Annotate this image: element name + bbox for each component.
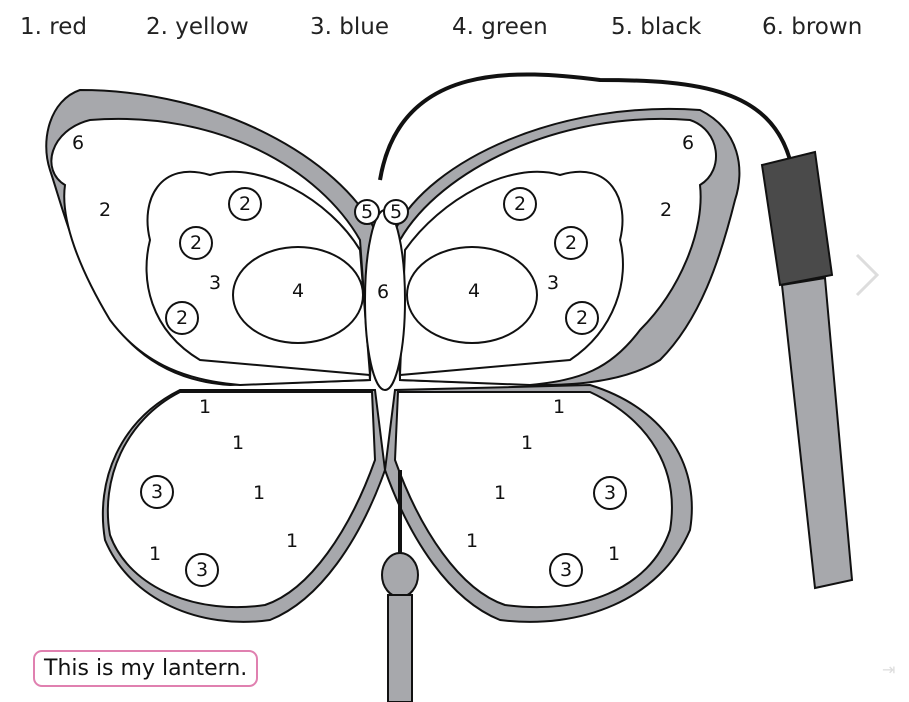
- region-number: 2: [660, 199, 672, 221]
- caption-bubble: This is my lantern.: [33, 650, 259, 687]
- region-number: 1: [286, 530, 298, 552]
- legend-red: 1. red: [20, 14, 87, 40]
- legend-green: 4. green: [452, 14, 548, 40]
- legend-blue: 3. blue: [310, 14, 389, 40]
- upper-right-spot: [406, 246, 538, 344]
- lantern-string: [378, 72, 792, 181]
- region-number: 6: [682, 132, 694, 154]
- region-number: 1: [199, 396, 211, 418]
- label-circle: [165, 301, 199, 335]
- region-number: 3: [604, 482, 616, 504]
- region-number: 4: [468, 280, 480, 302]
- upper-left-spot: [232, 246, 364, 344]
- legend-black: 5. black: [611, 14, 702, 40]
- region-number: 2: [576, 307, 588, 329]
- legend-brown: 6. brown: [762, 14, 863, 40]
- region-number: 3: [151, 481, 163, 503]
- tassel-bead: [381, 552, 419, 598]
- region-number: 1: [494, 482, 506, 504]
- region-number: 2: [176, 307, 188, 329]
- region-number: 4: [292, 280, 304, 302]
- region-number: 6: [377, 281, 389, 303]
- label-circle: [185, 553, 219, 587]
- region-number: 2: [239, 193, 251, 215]
- region-number: 1: [466, 530, 478, 552]
- region-number: 1: [149, 543, 161, 565]
- region-number: 1: [553, 396, 565, 418]
- region-number: 2: [565, 232, 577, 254]
- region-number: 3: [209, 272, 221, 294]
- region-number: 3: [560, 559, 572, 581]
- region-number: 5: [390, 201, 402, 223]
- label-circle: [549, 553, 583, 587]
- label-circle: [354, 199, 380, 225]
- region-number: 6: [72, 132, 84, 154]
- region-number: 1: [253, 482, 265, 504]
- label-circle: [179, 226, 213, 260]
- lower-left-wing: [106, 391, 377, 609]
- stick: [780, 276, 854, 590]
- region-number: 3: [196, 559, 208, 581]
- region-number: 5: [361, 201, 373, 223]
- region-number: 2: [99, 199, 111, 221]
- label-circle: [503, 187, 537, 221]
- region-number: 1: [608, 543, 620, 565]
- label-circle: [593, 476, 627, 510]
- skip-to-end-icon[interactable]: ⇥: [882, 660, 896, 679]
- label-circle: [554, 226, 588, 260]
- legend-yellow: 2. yellow: [146, 14, 249, 40]
- region-number: 3: [547, 272, 559, 294]
- region-number: 1: [232, 432, 244, 454]
- label-circle: [383, 199, 409, 225]
- region-number: 2: [514, 193, 526, 215]
- color-legend: 1. red 2. yellow 3. blue 4. green 5. bla…: [0, 14, 909, 44]
- tassel: [387, 594, 413, 702]
- region-number: 1: [521, 432, 533, 454]
- label-circle: [140, 475, 174, 509]
- label-circle: [565, 301, 599, 335]
- label-circle: [228, 187, 262, 221]
- region-number: 2: [190, 232, 202, 254]
- stick-handle: [760, 150, 834, 287]
- chevron-right-icon[interactable]: [852, 250, 882, 300]
- lower-right-wing: [393, 391, 673, 609]
